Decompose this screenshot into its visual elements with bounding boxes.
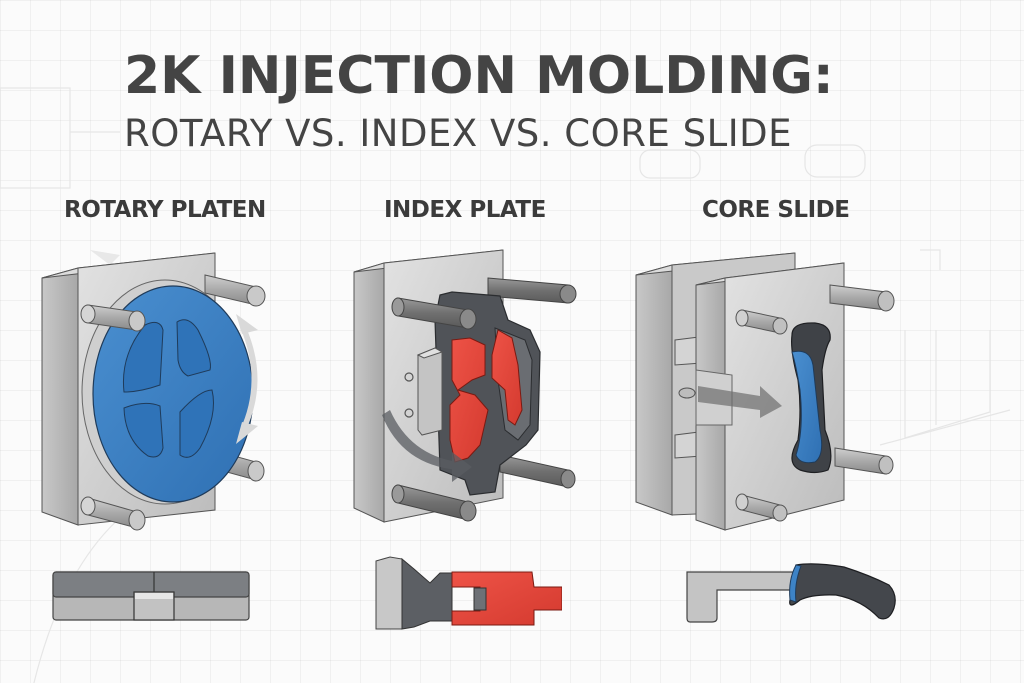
rotary-platen-illustration	[41, 250, 266, 531]
guide-pin-bottom-left	[391, 484, 477, 522]
core-slide-illustration	[635, 252, 895, 531]
panel-label-rotary: ROTARY PLATEN	[64, 197, 266, 223]
guide-pin-top-right	[204, 274, 266, 307]
panel-label-index: INDEX PLATE	[384, 197, 546, 223]
cavity	[122, 321, 164, 393]
faint-arrow-icon	[90, 250, 120, 265]
rotation-arrow-icon	[236, 314, 258, 444]
guide-pin-bottom-left	[735, 493, 788, 522]
ejector-hole	[404, 408, 414, 418]
core-slide-part-preview	[686, 563, 896, 623]
cavity	[176, 319, 211, 377]
page-subtitle: ROTARY VS. INDEX VS. CORE SLIDE	[124, 112, 792, 155]
ejector-hole	[404, 372, 414, 382]
guide-pin-top-right	[829, 284, 895, 312]
guide-pin-top-left	[391, 297, 477, 330]
transfer-arrow-icon	[382, 410, 472, 482]
rotary-part-preview	[52, 571, 250, 621]
page-title: 2K INJECTION MOLDING:	[124, 46, 834, 106]
index-part-preview	[375, 556, 562, 630]
slide-pin-hole	[678, 387, 696, 399]
guide-pin-top-right	[487, 277, 577, 304]
guide-pin-top-left	[735, 309, 788, 335]
guide-pin-top-left	[80, 304, 146, 332]
slide-direction-arrow-icon	[698, 386, 782, 418]
red-overmold-part	[449, 337, 489, 463]
index-plate-illustration	[353, 249, 577, 523]
guide-pin-bottom-left	[80, 496, 146, 531]
cavity	[123, 402, 164, 458]
guide-pin-bottom-right	[834, 447, 894, 475]
guide-pin-bottom-right	[499, 454, 576, 489]
cavity	[179, 389, 214, 458]
panel-label-core-slide: CORE SLIDE	[702, 197, 850, 223]
handle-cavity-blue	[791, 350, 823, 464]
